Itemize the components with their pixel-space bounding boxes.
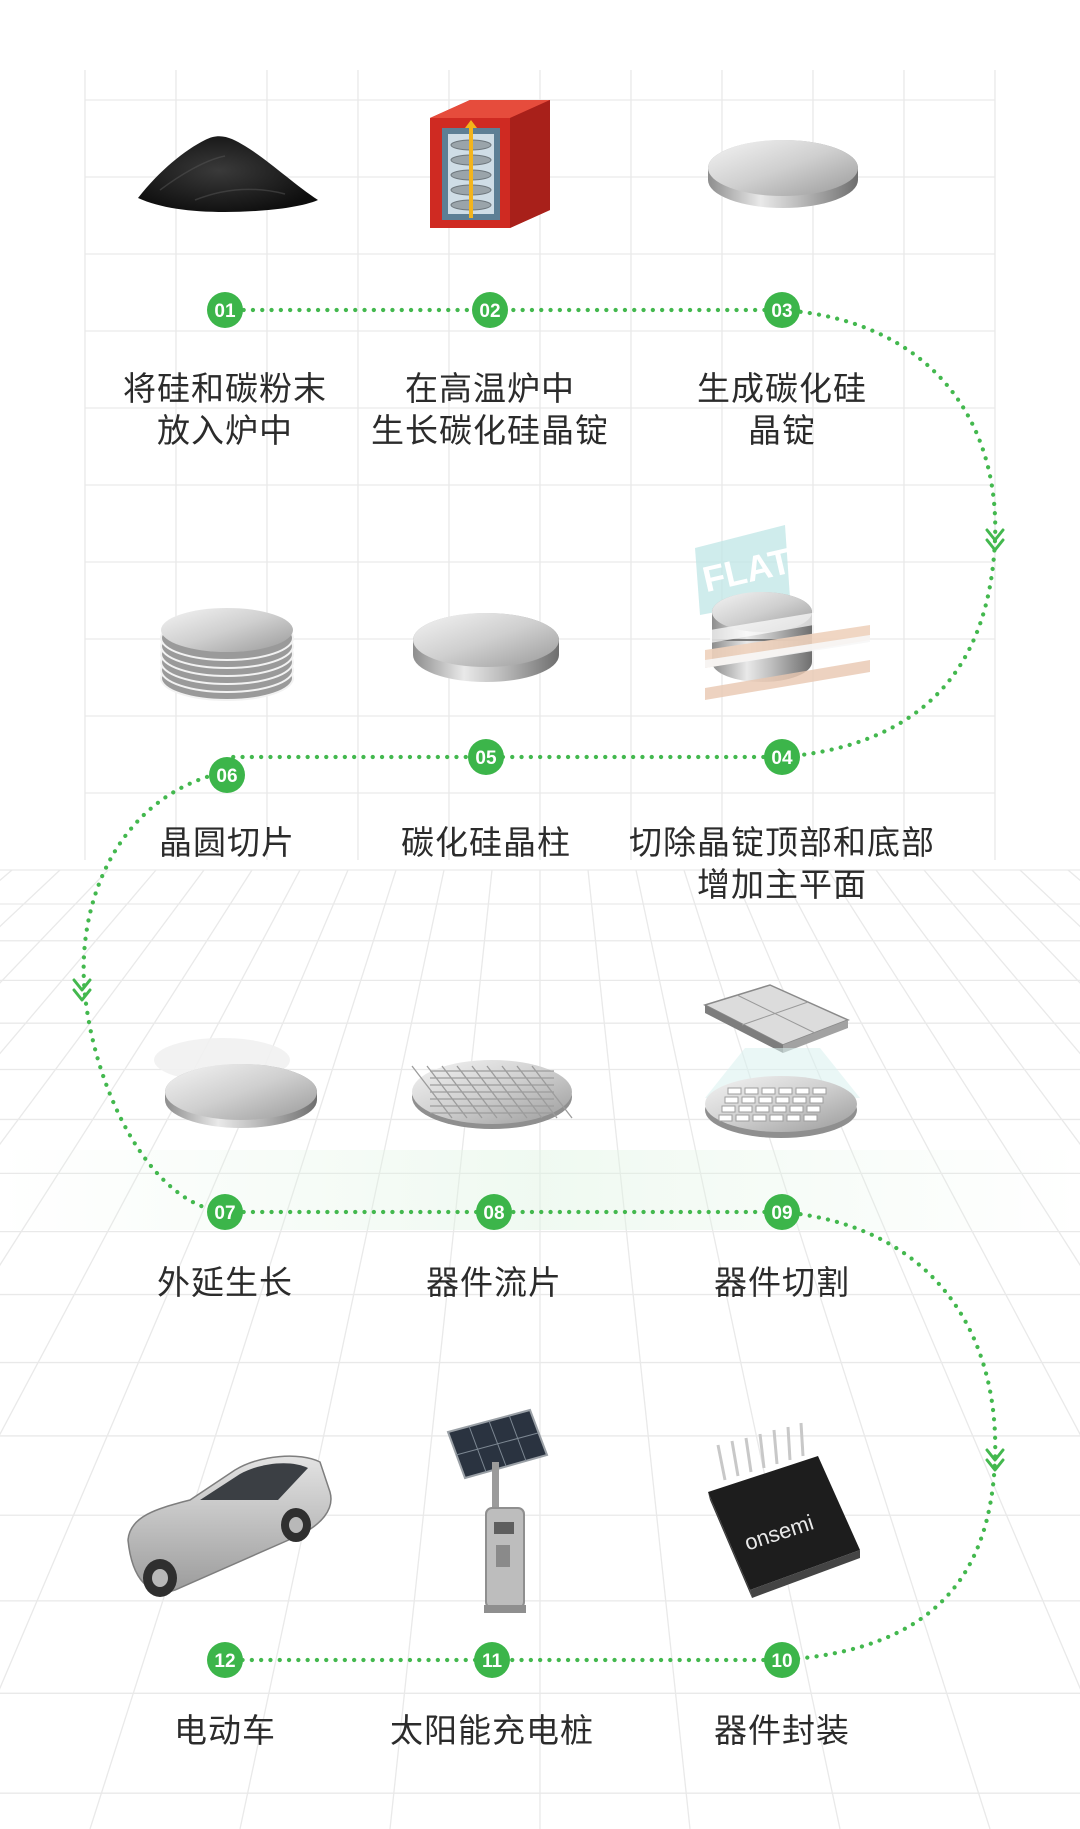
step-label-06: 晶圆切片 <box>62 822 392 864</box>
step-label-line: 碳化硅晶柱 <box>401 823 571 862</box>
step-node-06: 06 <box>209 757 245 793</box>
step-number: 05 <box>475 748 497 769</box>
step-number: 03 <box>771 301 792 322</box>
step-label-line: 器件切割 <box>714 1263 850 1302</box>
step-node-09: 09 <box>764 1194 800 1230</box>
step-label-line: 晶圆切片 <box>159 823 295 862</box>
step-node-08: 08 <box>476 1194 512 1230</box>
step-number: 10 <box>771 1651 792 1672</box>
step-number: 08 <box>483 1203 504 1224</box>
step-node-circle <box>472 292 508 328</box>
step-node-circle <box>474 1642 510 1678</box>
step-label-07: 外延生长 <box>60 1262 390 1304</box>
boule-icon <box>413 613 559 682</box>
step-node-10: 10 <box>764 1642 800 1678</box>
wafer-stack-icon <box>160 608 294 701</box>
step-node-circle <box>207 292 243 328</box>
step-label-line: 切除晶锭顶部和底部 <box>629 823 935 862</box>
step-label-line: 在高温炉中 <box>405 369 575 408</box>
path-arrows <box>72 528 1005 1472</box>
step-node-circle <box>209 757 245 793</box>
step-label-08: 器件流片 <box>329 1262 659 1304</box>
powder-pile-icon <box>138 136 318 212</box>
step-label-10: 器件封装 <box>617 1710 947 1752</box>
packaged-chip-icon: onsemi <box>708 1422 860 1598</box>
step-label-line: 外延生长 <box>157 1263 293 1302</box>
chevron-down-icon <box>985 1448 1005 1472</box>
step-number: 09 <box>771 1203 792 1224</box>
step-number: 04 <box>771 748 793 769</box>
step-node-07: 07 <box>207 1194 243 1230</box>
step-label-line: 晶锭 <box>748 411 816 450</box>
step-label-04: 切除晶锭顶部和底部增加主平面 <box>617 822 947 906</box>
step-label-line: 生长碳化硅晶锭 <box>371 411 609 450</box>
floor-glow <box>0 1150 1080 1230</box>
step-node-circle <box>207 1194 243 1230</box>
step-node-circle <box>207 1642 243 1678</box>
step-label-line: 生成碳化硅 <box>697 369 867 408</box>
step-node-11: 11 <box>474 1642 510 1678</box>
step-node-03: 03 <box>764 292 800 328</box>
step-label-12: 电动车 <box>60 1710 390 1752</box>
electric-car-icon <box>127 1455 332 1597</box>
solar-charging-station-icon <box>446 1408 549 1613</box>
step-label-line: 将硅和碳粉末 <box>123 369 327 408</box>
step-node-05: 05 <box>468 739 504 775</box>
step-node-02: 02 <box>472 292 508 328</box>
step-label-line: 放入炉中 <box>157 411 293 450</box>
step-label-line: 器件流片 <box>426 1263 562 1302</box>
step-number: 01 <box>214 301 236 322</box>
patterned-wafer-icon <box>411 1060 573 1129</box>
step-label-03: 生成碳化硅晶锭 <box>617 368 947 452</box>
flattened-ingot-icon: FLAT <box>695 525 870 700</box>
step-node-circle <box>468 739 504 775</box>
step-nodes: 01 02 03 04 05 06 07 08 09 10 11 12 <box>207 292 800 1678</box>
step-number: 12 <box>214 1651 235 1672</box>
step-number: 07 <box>214 1203 235 1224</box>
epitaxy-wafer-icon <box>154 1038 317 1128</box>
step-label-line: 太阳能充电桩 <box>390 1711 594 1750</box>
step-label-02: 在高温炉中生长碳化硅晶锭 <box>325 368 655 452</box>
step-label-09: 器件切割 <box>617 1262 947 1304</box>
diced-wafer-icon <box>703 984 860 1138</box>
step-label-line: 增加主平面 <box>697 865 867 904</box>
step-number: 11 <box>482 1651 503 1672</box>
step-label-line: 器件封装 <box>714 1711 850 1750</box>
step-number: 02 <box>479 301 500 322</box>
path-curve-right-2 <box>779 1209 998 1663</box>
chevron-down-icon <box>72 978 92 1002</box>
step-label-11: 太阳能充电桩 <box>327 1710 657 1752</box>
step-node-04: 04 <box>764 739 800 775</box>
step-label-01: 将硅和碳粉末放入炉中 <box>60 368 390 452</box>
step-label-05: 碳化硅晶柱 <box>321 822 651 864</box>
step-node-circle <box>764 1642 800 1678</box>
chevron-down-icon <box>985 528 1005 552</box>
step-node-circle <box>764 739 800 775</box>
step-node-12: 12 <box>207 1642 243 1678</box>
step-node-circle <box>764 1194 800 1230</box>
growth-furnace-icon <box>430 100 550 228</box>
step-node-circle <box>764 292 800 328</box>
step-label-line: 电动车 <box>174 1711 276 1750</box>
step-node-circle <box>476 1194 512 1230</box>
ingot-icon <box>708 140 858 208</box>
step-number: 06 <box>216 766 237 787</box>
step-node-01: 01 <box>207 292 243 328</box>
